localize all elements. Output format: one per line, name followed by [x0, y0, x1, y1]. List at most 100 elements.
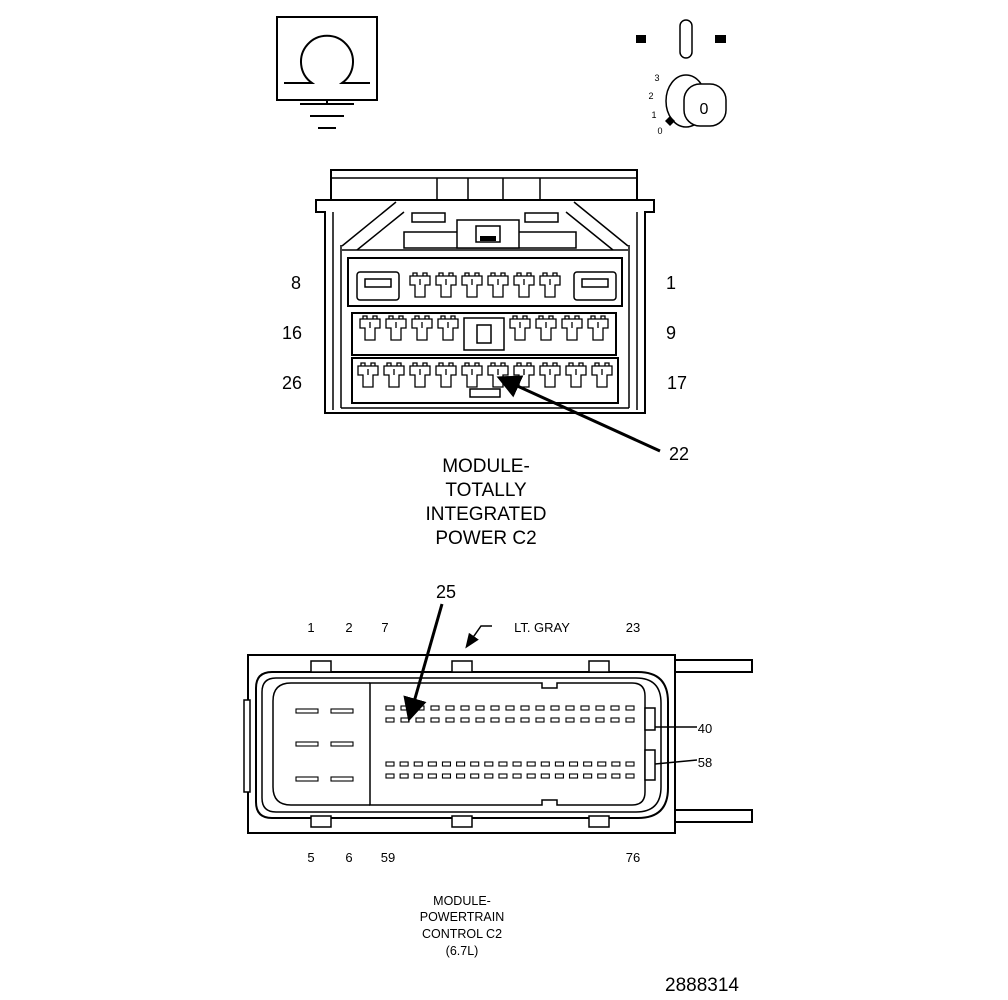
top-label-2: 2 — [345, 620, 352, 635]
terminal-cavity — [385, 315, 407, 341]
row-3-right-label: 17 — [667, 373, 687, 393]
pin-cavity — [505, 705, 515, 711]
pcm-title-line-2: POWERTRAIN — [420, 910, 505, 924]
pin-cavity — [565, 705, 575, 711]
top-tab — [588, 660, 610, 673]
row-2-left-label: 16 — [282, 323, 302, 343]
position-marker-icon — [665, 116, 675, 126]
pin-cavity — [484, 773, 494, 779]
color-callout-arrow — [465, 625, 492, 649]
terminal-cavity — [411, 315, 433, 341]
pin-cavity — [610, 717, 620, 723]
pin-cavity — [625, 705, 635, 711]
pcm-connector-shroud — [255, 671, 669, 819]
pin-cavity — [460, 717, 470, 723]
pin-cavity — [470, 773, 480, 779]
pin-cavity — [385, 717, 395, 723]
pin-cavity — [445, 717, 455, 723]
key-position-2: 2 — [648, 91, 653, 101]
callout-22-arrow — [496, 375, 661, 453]
pin-cavity — [540, 773, 550, 779]
bottom-tab — [588, 815, 610, 828]
pin-cavity — [399, 761, 409, 767]
pin-cavity — [535, 705, 545, 711]
pin-cavity — [580, 705, 590, 711]
connector-top-cap — [330, 169, 638, 201]
terminal-cavity — [539, 272, 561, 298]
pcm-c2-connector: 25 1 2 7 23 LT. GRAY 40 58 5 6 59 76 MOD… — [243, 582, 753, 958]
terminal-cavity — [513, 362, 535, 388]
pin-cavity — [526, 773, 536, 779]
terminal-right-icon — [715, 35, 726, 43]
row-2-right-label: 9 — [666, 323, 676, 343]
right-key — [644, 707, 656, 731]
pin-cavity — [413, 773, 423, 779]
top-label-7: 7 — [381, 620, 388, 635]
terminal-cavity — [513, 272, 535, 298]
leader-58 — [654, 759, 698, 765]
terminal-cavity — [539, 362, 561, 388]
callout-22-label: 22 — [669, 444, 689, 464]
cavity-1 — [573, 271, 617, 301]
pin-cavity — [610, 705, 620, 711]
pin-cavity — [385, 705, 395, 711]
ground-icon — [276, 16, 378, 129]
top-label-23: 23 — [626, 620, 640, 635]
key-position-0: 0 — [657, 126, 662, 136]
terminal-cavity — [509, 315, 531, 341]
pcm-title-line-3: CONTROL C2 — [422, 927, 502, 941]
pin-cavity — [595, 717, 605, 723]
pin-cavity — [512, 773, 522, 779]
pin-cavity — [295, 741, 319, 747]
pin-cavity — [295, 776, 319, 782]
signal-pin-block — [369, 682, 646, 806]
pin-cavity — [441, 773, 452, 779]
pin-cavity — [400, 705, 410, 711]
top-tab — [310, 660, 332, 673]
key-bow-icon — [683, 83, 727, 127]
connector-body — [315, 199, 655, 414]
pin-cavity — [611, 773, 621, 779]
pin-cavity — [490, 717, 500, 723]
pin-cavity — [415, 705, 425, 711]
mounting-rods — [675, 659, 753, 823]
side-label-40: 40 — [698, 721, 712, 736]
pcm-pins — [295, 705, 635, 782]
pin-cavity — [505, 717, 515, 723]
pin-cavity — [554, 761, 564, 767]
key-position-3: 3 — [654, 73, 659, 83]
terminal-cavity — [409, 272, 431, 298]
pin-cavity — [413, 761, 423, 767]
terminal-cavity — [435, 272, 457, 298]
tipm-title-line-4: POWER C2 — [435, 528, 536, 549]
pin-cavity — [568, 773, 579, 779]
row-3-key — [469, 388, 501, 398]
connector-color-label: LT. GRAY — [514, 620, 570, 635]
tipm-terminals — [357, 272, 613, 388]
callout-25-arrow — [403, 603, 444, 722]
pin-cavity — [385, 773, 395, 779]
bottom-tab — [310, 815, 332, 828]
pin-cavity — [583, 773, 593, 779]
pin-cavity — [470, 761, 480, 767]
pin-cavity — [595, 705, 605, 711]
pin-cavity — [427, 773, 437, 779]
terminal-cavity — [535, 315, 557, 341]
top-label-1: 1 — [307, 620, 314, 635]
pin-cavity — [330, 776, 354, 782]
pin-cavity — [583, 761, 593, 767]
tipm-title-line-1: MODULE- — [442, 456, 530, 477]
pin-cavity — [330, 708, 354, 714]
pin-cavity — [385, 761, 395, 767]
pin-cavity — [554, 773, 564, 779]
row-3-left-label: 26 — [282, 373, 302, 393]
pin-cavity — [625, 761, 635, 767]
power-pin-block — [272, 682, 370, 806]
pin-cavity — [597, 761, 607, 767]
pin-cavity — [565, 717, 575, 723]
pin-cavity — [520, 705, 530, 711]
terminal-cavity — [383, 362, 405, 388]
pin-cavity — [484, 761, 494, 767]
pin-cavity — [400, 717, 410, 723]
